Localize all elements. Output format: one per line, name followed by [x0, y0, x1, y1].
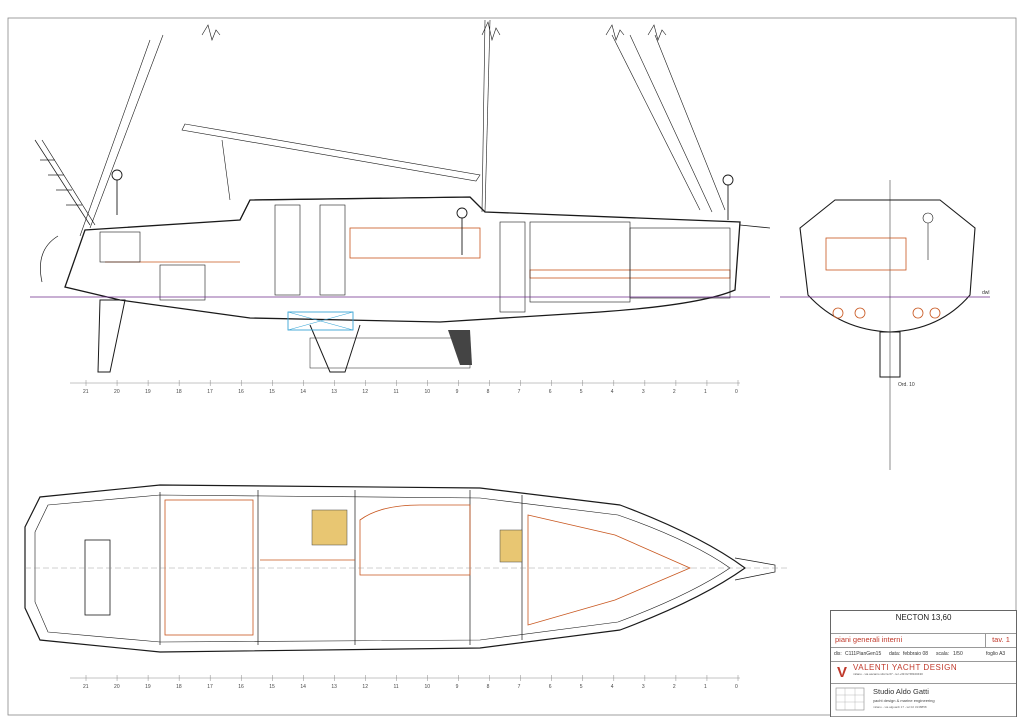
- station-tick-label: 20: [114, 684, 120, 690]
- station-tick-label: 3: [642, 684, 645, 690]
- section-view: [780, 180, 990, 470]
- station-tick-label: 4: [611, 684, 614, 690]
- station-tick-label: 2: [673, 684, 676, 690]
- plan-view: [24, 484, 776, 653]
- station-tick-label: 12: [362, 684, 368, 690]
- keel: [309, 324, 361, 373]
- studio-name: Studio Aldo Gatti: [873, 687, 929, 696]
- plan-deckline: [34, 494, 731, 643]
- station-tick-label: 10: [425, 684, 431, 690]
- drawing-meta-row: dis: C111PianGen15 data: febbraio 08 sca…: [831, 647, 1016, 662]
- drawing-description: piani generali interni: [835, 635, 903, 644]
- station-tick-label: 1: [704, 684, 707, 690]
- studio-subtitle: yacht design & marine engineering: [873, 698, 935, 703]
- station-tick-label: 16: [238, 684, 244, 690]
- station-tick-label: 11: [393, 684, 398, 690]
- station-tick-label: 21: [83, 389, 89, 395]
- station-tick-label: 5: [580, 389, 583, 395]
- hull-profile: [64, 196, 741, 323]
- date-value: febbraio 08: [903, 651, 929, 657]
- station-tick-label: 10: [425, 389, 431, 395]
- station-tick-label: 7: [518, 389, 521, 395]
- station-tick-label: 9: [456, 389, 459, 395]
- station-tick-label: 0: [735, 389, 738, 395]
- studio-row: Studio Aldo Gatti yacht design & marine …: [831, 683, 1016, 717]
- station-tick-label: 6: [549, 684, 552, 690]
- project-name: NECTON 13,60: [831, 611, 1016, 634]
- plan-companionway: [84, 539, 111, 616]
- profile-view: [30, 19, 771, 384]
- station-tick-label: 0: [735, 684, 738, 690]
- plan-bowsprit: [734, 557, 776, 581]
- date-label: data:: [889, 651, 901, 657]
- station-tick-label: 8: [487, 684, 490, 690]
- station-tick-label: 18: [176, 684, 182, 690]
- studio-logo: [835, 687, 865, 711]
- station-tick-label: 15: [269, 389, 275, 395]
- station-tick-label: 18: [176, 389, 182, 395]
- sheet-size: foglio A3: [986, 651, 1006, 657]
- station-tick-label: 19: [145, 389, 151, 395]
- plan-hull: [24, 484, 747, 653]
- station-tick-label: 14: [300, 684, 306, 690]
- station-tick-label: 9: [456, 684, 459, 690]
- station-tick-label: 13: [331, 389, 337, 395]
- station-tick-label: 5: [580, 684, 583, 690]
- station-tick-label: 3: [642, 389, 645, 395]
- station-tick-label: 12: [362, 389, 368, 395]
- station-tick-label: 20: [114, 389, 120, 395]
- profile-furniture: [99, 204, 731, 313]
- scale-value: 1/50: [953, 651, 963, 657]
- station-tick-label: 14: [300, 389, 306, 395]
- rig: [79, 19, 726, 237]
- title-block: NECTON 13,60 piani generali interni tav.…: [830, 610, 1017, 717]
- station-tick-label: 16: [238, 389, 244, 395]
- section-label: Ord. 10: [898, 382, 915, 388]
- station-tick-label: 4: [611, 389, 614, 395]
- plan-galley-step: [499, 529, 523, 563]
- station-tick-label: 21: [83, 684, 89, 690]
- rudder: [97, 299, 126, 373]
- station-tick-label: 11: [393, 389, 398, 395]
- designer-name: VALENTI YACHT DESIGN: [853, 663, 958, 672]
- station-tick-label: 15: [269, 684, 275, 690]
- station-tick-label: 1: [704, 389, 707, 395]
- keel-bulb: [309, 337, 471, 369]
- deckhouse: [239, 196, 486, 221]
- station-tick-label: 17: [207, 684, 213, 690]
- studio-address: milano - via alguardi 17 - tel 02 313885…: [873, 705, 927, 709]
- designer-address: milano - via ascanio sforza 67 - tel +39…: [853, 672, 923, 676]
- file-name: C111PianGen15: [845, 651, 882, 657]
- station-tick-label: 19: [145, 684, 151, 690]
- plan-head: [311, 509, 348, 546]
- pushpit: [34, 139, 96, 283]
- station-tick-label: 8: [487, 389, 490, 395]
- profile-interior: [105, 227, 731, 279]
- sheet-border: [7, 17, 1017, 716]
- keel-fin: [448, 330, 472, 365]
- station-tick-label: 7: [518, 684, 521, 690]
- section-interior: [825, 237, 907, 271]
- scale-label: scala:: [936, 651, 950, 657]
- plan-interior: [164, 499, 692, 636]
- station-tick-label: 2: [673, 389, 676, 395]
- station-tick-label: 17: [207, 389, 213, 395]
- water-tank: [287, 311, 354, 331]
- waterline-label: dwl: [982, 290, 990, 296]
- station-tick-label: 13: [331, 684, 337, 690]
- table-number: tav. 1: [985, 633, 1016, 647]
- drawing-description-row: piani generali interni tav. 1: [831, 633, 1016, 648]
- file-label: dis:: [834, 651, 842, 657]
- designer-row: V VALENTI YACHT DESIGN milano - via asca…: [831, 661, 1016, 684]
- section-tanks: [832, 307, 941, 319]
- valenti-logo: V: [837, 664, 848, 681]
- station-tick-label: 6: [549, 389, 552, 395]
